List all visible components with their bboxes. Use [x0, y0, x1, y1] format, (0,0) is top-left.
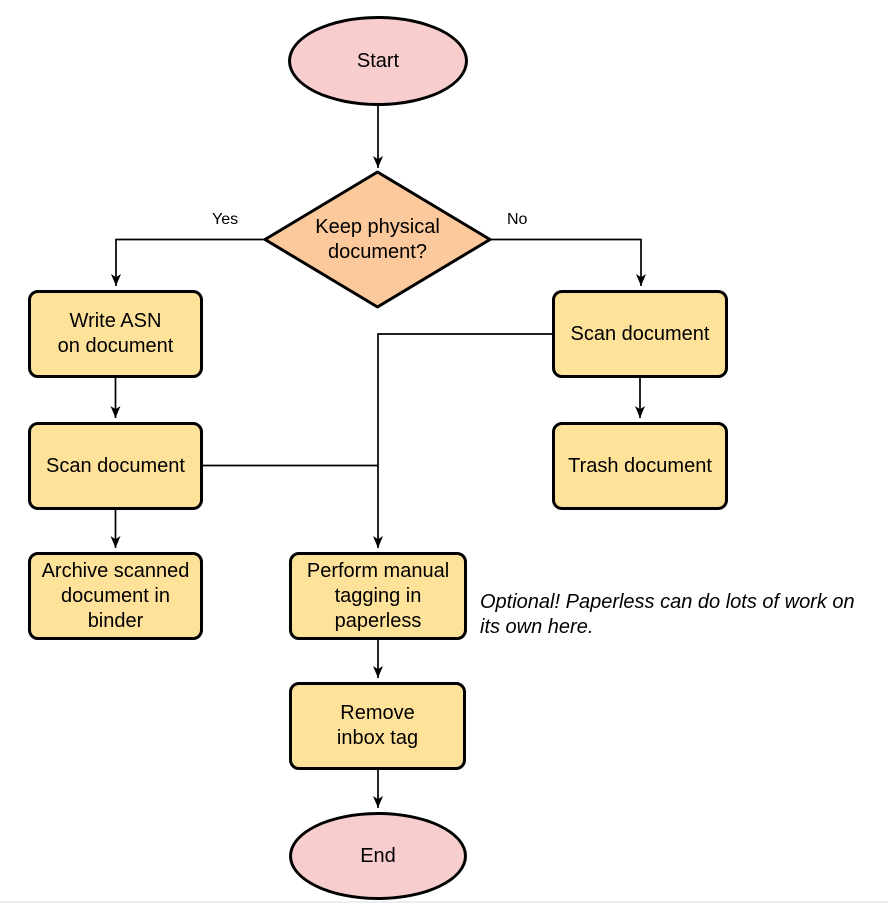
- edge-decision-yes: [111, 238, 265, 286]
- edge-decision-no: [490, 238, 646, 286]
- write-asn-node: Write ASN on document: [28, 290, 203, 378]
- archive-document-node: Archive scanned document in binder: [28, 552, 203, 640]
- scan-document-right-node: Scan document: [552, 290, 728, 378]
- decision-node: [263, 170, 492, 309]
- bottom-divider: [0, 901, 888, 903]
- manual-tagging-node: Perform manual tagging in paperless: [289, 552, 467, 640]
- edge-scanright-to-tagging: [373, 333, 552, 548]
- start-node: Start: [288, 16, 468, 106]
- end-node: End: [289, 812, 467, 900]
- remove-inbox-tag-node: Remove inbox tag: [289, 682, 466, 770]
- trash-document-node: Trash document: [552, 422, 728, 510]
- edge-label-yes: Yes: [212, 211, 239, 228]
- optional-note: Optional! Paperless can do lots of work …: [480, 591, 855, 638]
- decision-node-label: Keep physical document?: [315, 215, 440, 263]
- scan-document-left-node: Scan document: [28, 422, 203, 510]
- edge-label-no: No: [507, 211, 528, 228]
